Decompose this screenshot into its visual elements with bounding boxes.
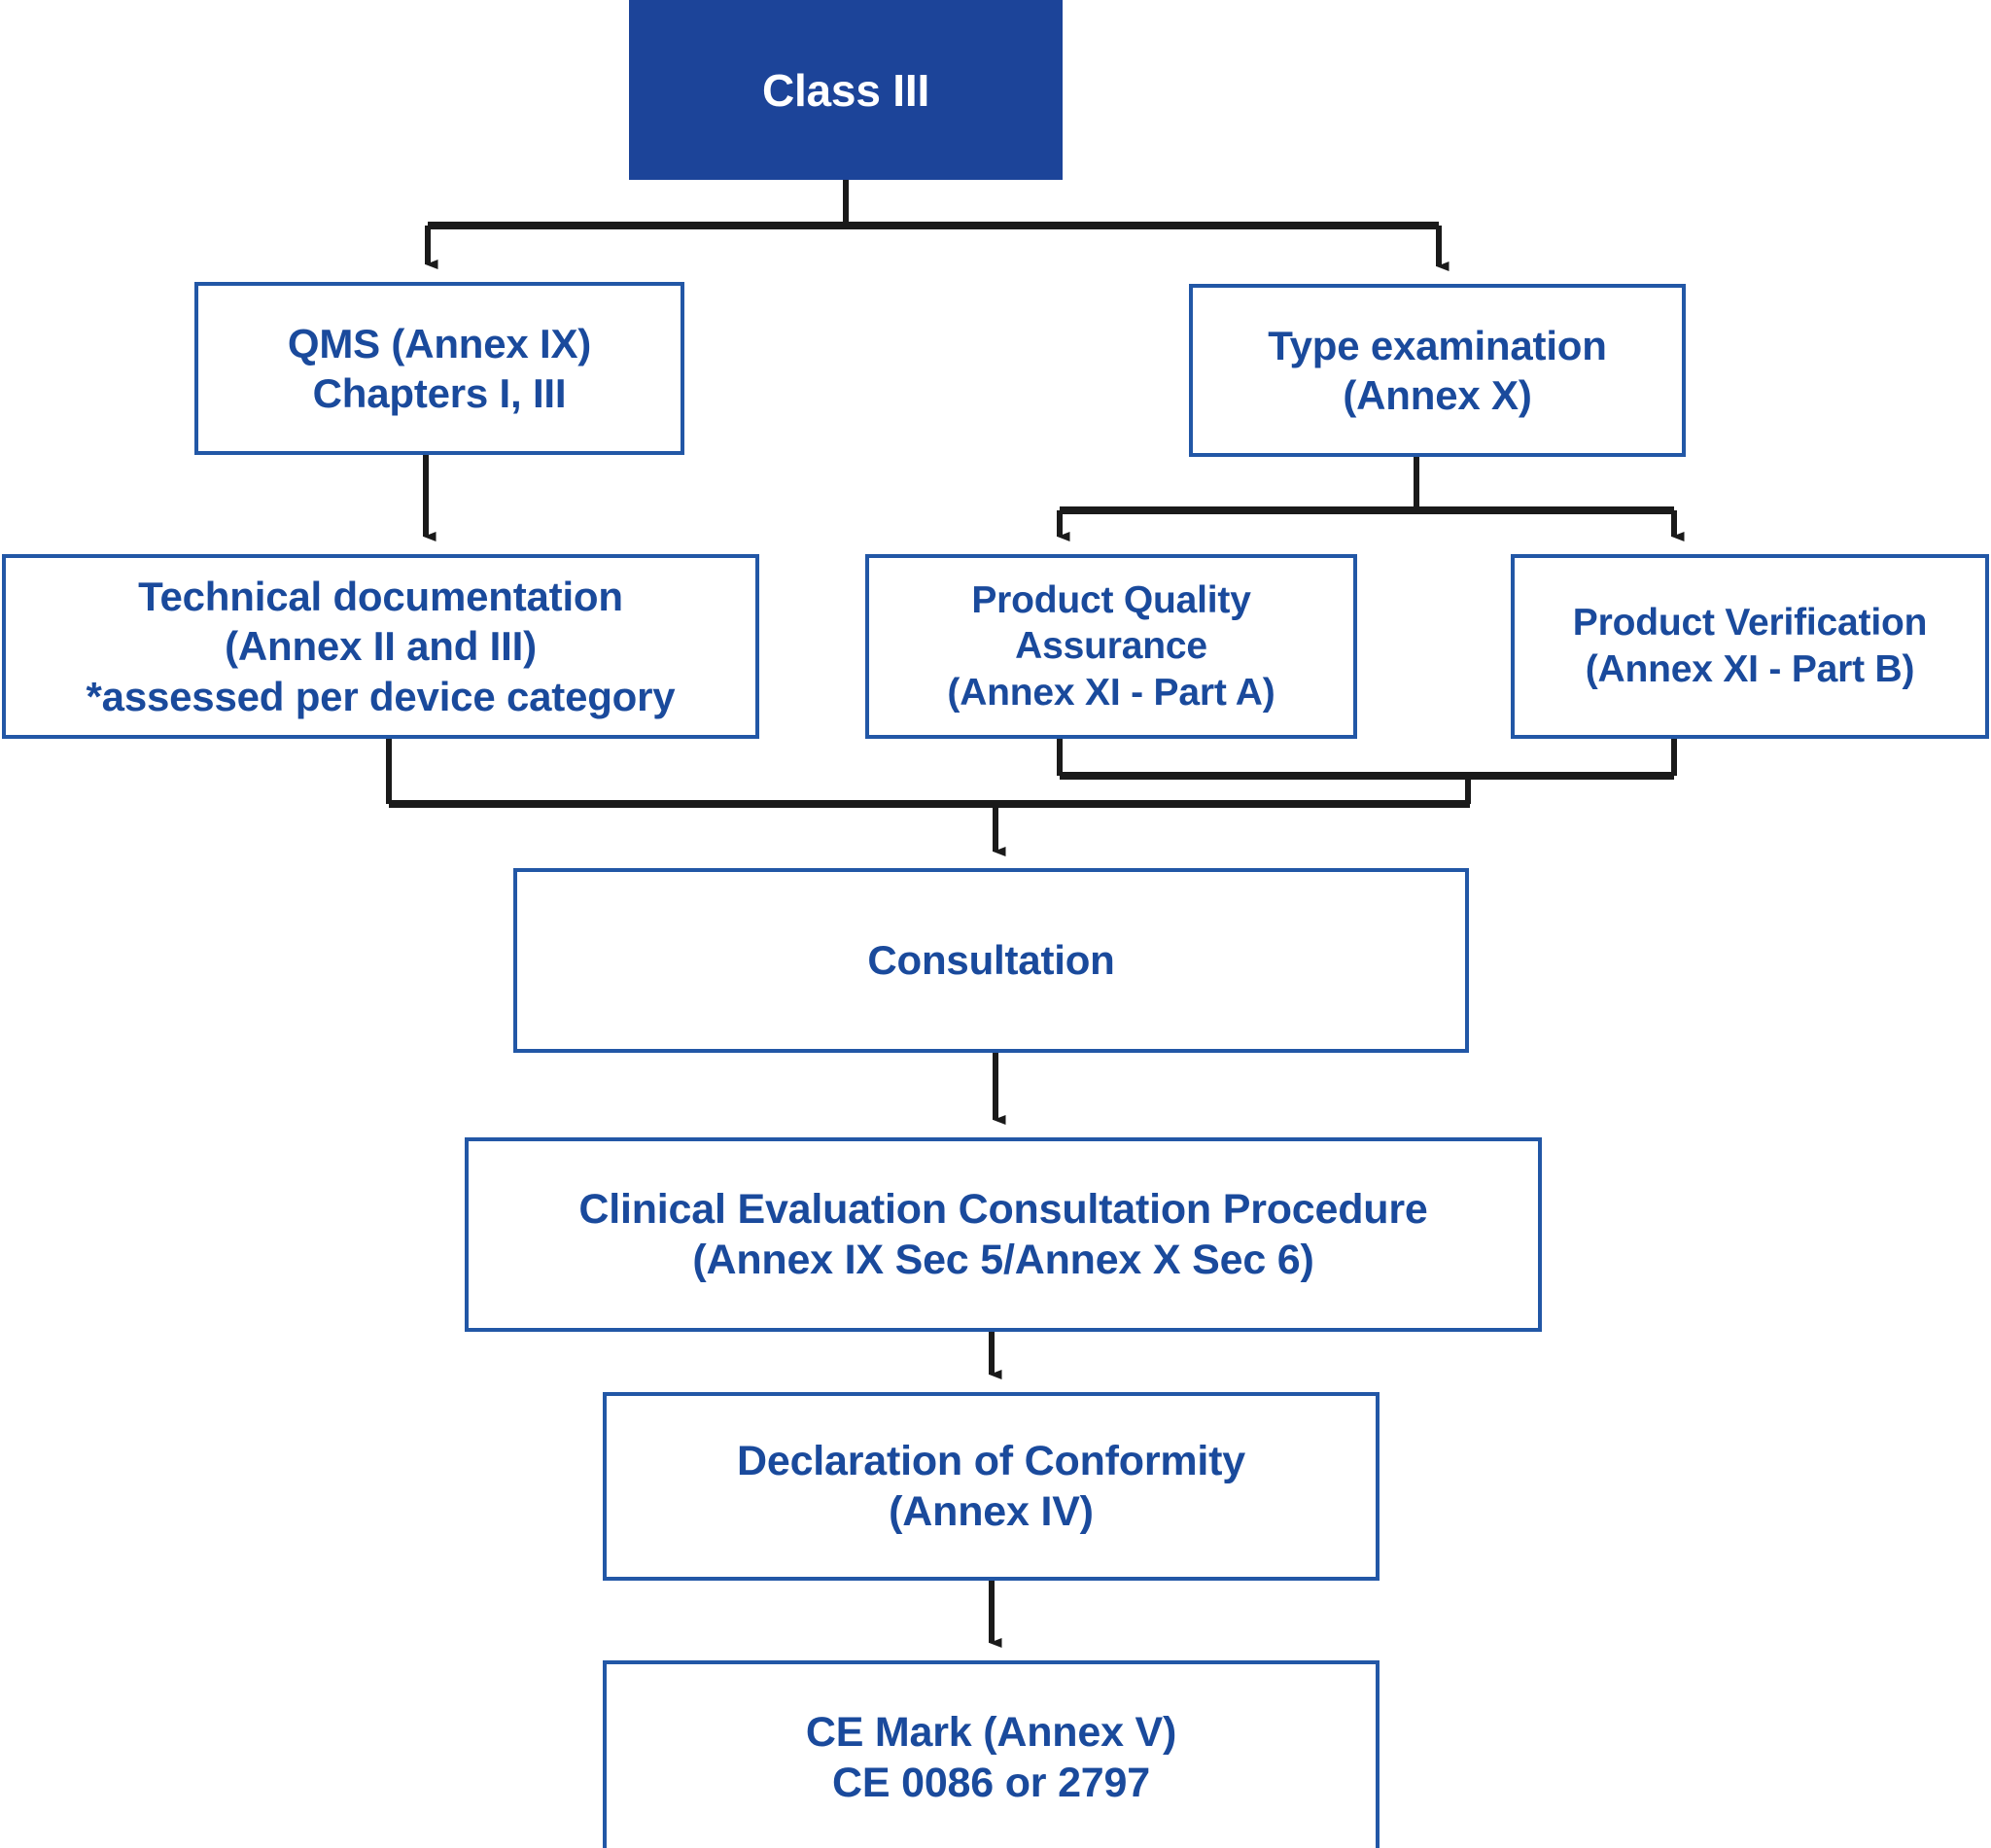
node-declaration-of-conformity-label: Declaration of Conformity (Annex IV) — [737, 1437, 1245, 1535]
node-product-verification-label: Product Verification (Annex XI - Part B) — [1572, 602, 1928, 690]
node-class-iii[interactable]: Class III — [629, 0, 1063, 180]
node-qms[interactable]: QMS (Annex IX) Chapters I, III — [194, 282, 684, 455]
node-consultation-label: Consultation — [867, 937, 1115, 984]
node-clinical-evaluation-consultation-procedure[interactable]: Clinical Evaluation Consultation Procedu… — [465, 1137, 1542, 1332]
node-declaration-of-conformity[interactable]: Declaration of Conformity (Annex IV) — [603, 1392, 1380, 1581]
node-technical-documentation[interactable]: Technical documentation (Annex II and II… — [2, 554, 759, 739]
node-product-quality-assurance[interactable]: Product Quality Assurance (Annex XI - Pa… — [865, 554, 1357, 739]
node-product-verification[interactable]: Product Verification (Annex XI - Part B) — [1511, 554, 1989, 739]
node-technical-documentation-label: Technical documentation (Annex II and II… — [86, 574, 676, 719]
node-class-iii-label: Class III — [761, 64, 930, 116]
node-type-examination-label: Type examination (Annex X) — [1268, 322, 1607, 418]
node-ce-mark[interactable]: CE Mark (Annex V) CE 0086 or 2797 — [603, 1660, 1380, 1848]
node-consultation[interactable]: Consultation — [513, 868, 1469, 1053]
node-product-quality-assurance-label: Product Quality Assurance (Annex XI - Pa… — [947, 578, 1275, 714]
node-qms-label: QMS (Annex IX) Chapters I, III — [287, 320, 592, 416]
node-type-examination[interactable]: Type examination (Annex X) — [1189, 284, 1686, 457]
node-ce-mark-label: CE Mark (Annex V) CE 0086 or 2797 — [805, 1708, 1177, 1806]
node-clinical-evaluation-label: Clinical Evaluation Consultation Procedu… — [578, 1185, 1428, 1283]
